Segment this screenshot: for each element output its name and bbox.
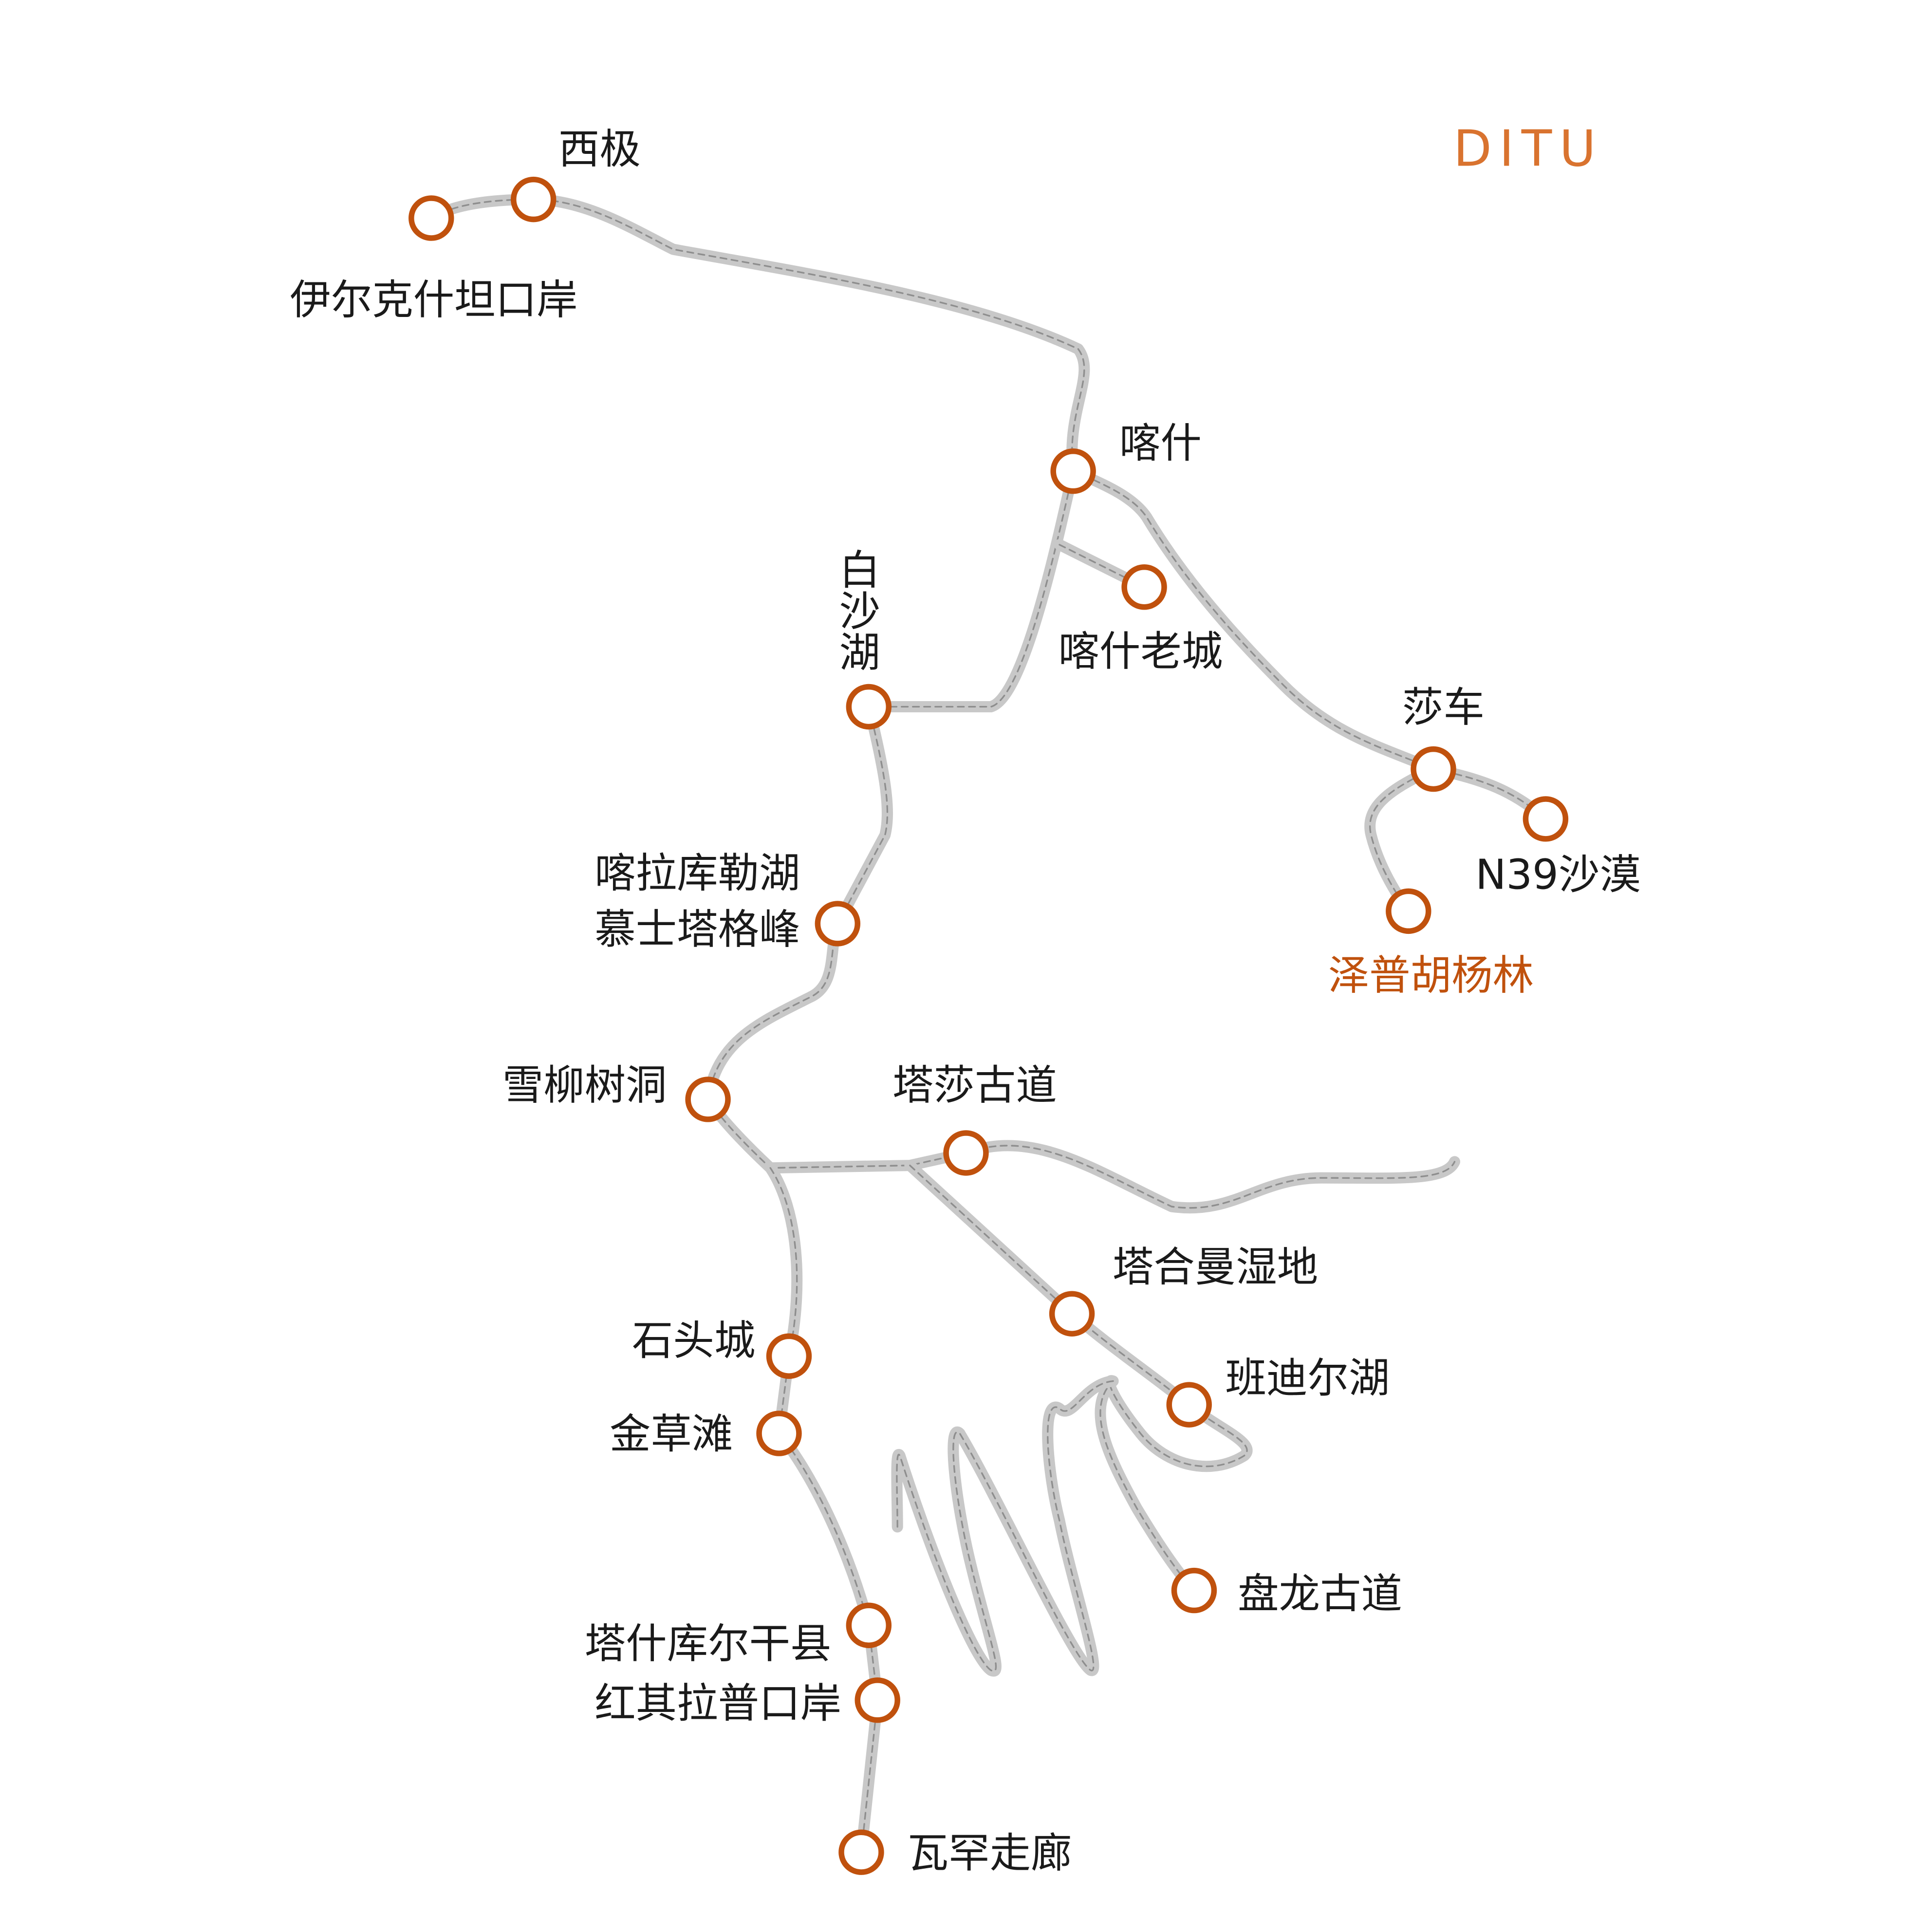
label-golden-grassland: 金草滩 bbox=[610, 1411, 733, 1458]
station-khunjerab[interactable] bbox=[855, 1677, 900, 1723]
road-kashgar-baisha-centerline bbox=[868, 470, 1074, 708]
stations: 伊尔克什坦口岸 西极 喀什 喀什老城 白沙湖 莎车 N39沙漠 泽普胡杨林 喀拉… bbox=[290, 125, 1641, 1877]
road-kashgar-shache bbox=[1067, 465, 1439, 775]
label-irkeshtam: 伊尔克什坦口岸 bbox=[290, 276, 577, 324]
station-snow-willow-cave[interactable] bbox=[685, 1077, 731, 1122]
road-tasha-centerline bbox=[707, 1098, 1456, 1209]
label-tasha-road: 塔莎古道 bbox=[892, 1061, 1057, 1109]
road-kashgar-shache-centerline bbox=[1072, 470, 1434, 770]
station-tasha-road[interactable] bbox=[943, 1130, 989, 1176]
road-shache-zepu bbox=[1364, 763, 1439, 917]
station-wakhan[interactable] bbox=[838, 1829, 884, 1875]
label-tashkurgan: 塔什库尔干县 bbox=[585, 1620, 832, 1668]
road-tasha bbox=[702, 1094, 1461, 1214]
brand-logo: DITU bbox=[1453, 120, 1603, 178]
label-snow-willow-cave: 雪柳树洞 bbox=[502, 1061, 667, 1109]
station-karakul[interactable] bbox=[815, 901, 861, 947]
label-karakul-line2: 慕士塔格峰 bbox=[594, 906, 800, 953]
label-kashgar-old-city: 喀什老城 bbox=[1058, 628, 1223, 675]
road-karakoram bbox=[764, 1162, 883, 1858]
station-irkeshtam[interactable] bbox=[409, 195, 454, 241]
station-zepu-poplar[interactable] bbox=[1386, 888, 1431, 934]
label-bandier-lake: 班迪尔湖 bbox=[1225, 1355, 1390, 1402]
label-karakul-line1: 喀拉库勒湖 bbox=[594, 850, 800, 897]
road-baisha-south bbox=[702, 701, 893, 1105]
road-kashgar-baisha bbox=[863, 465, 1079, 713]
label-stone-city: 石头城 bbox=[632, 1317, 755, 1365]
road-baisha-south-centerline bbox=[707, 706, 889, 1100]
station-tashkurgan[interactable] bbox=[846, 1602, 892, 1648]
station-shache[interactable] bbox=[1411, 746, 1456, 792]
station-kashgar-old-city[interactable] bbox=[1121, 564, 1167, 610]
station-panlong-road[interactable] bbox=[1171, 1567, 1217, 1614]
road-panlong-zigzag-centerline bbox=[896, 1380, 1114, 1672]
label-zepu-poplar: 泽普胡杨林 bbox=[1328, 952, 1534, 1000]
road-panlong-zigzag bbox=[891, 1375, 1119, 1677]
label-n39-desert: N39沙漠 bbox=[1475, 851, 1641, 898]
label-xiji: 西极 bbox=[558, 125, 641, 173]
station-kashgar[interactable] bbox=[1050, 448, 1096, 494]
label-panlong-road: 盘龙古道 bbox=[1238, 1570, 1402, 1617]
label-kashgar: 喀什 bbox=[1119, 420, 1202, 467]
label-wakhan: 瓦罕走廊 bbox=[908, 1829, 1072, 1877]
road-west-centerline bbox=[430, 198, 1085, 472]
station-bandier-lake[interactable] bbox=[1166, 1382, 1212, 1428]
station-golden-grassland[interactable] bbox=[756, 1411, 802, 1456]
label-tashiman-wetland: 塔合曼湿地 bbox=[1113, 1244, 1318, 1291]
label-shache: 莎车 bbox=[1402, 684, 1485, 731]
road-west bbox=[426, 194, 1090, 477]
label-khunjerab: 红其拉普口岸 bbox=[594, 1680, 841, 1728]
station-tashiman-wetland[interactable] bbox=[1049, 1291, 1095, 1337]
station-baisha-lake[interactable] bbox=[846, 684, 892, 730]
label-baisha-lake: 白沙湖 bbox=[833, 548, 880, 671]
station-stone-city[interactable] bbox=[766, 1333, 812, 1379]
station-n39-desert[interactable] bbox=[1523, 796, 1569, 842]
station-xiji[interactable] bbox=[510, 176, 557, 223]
